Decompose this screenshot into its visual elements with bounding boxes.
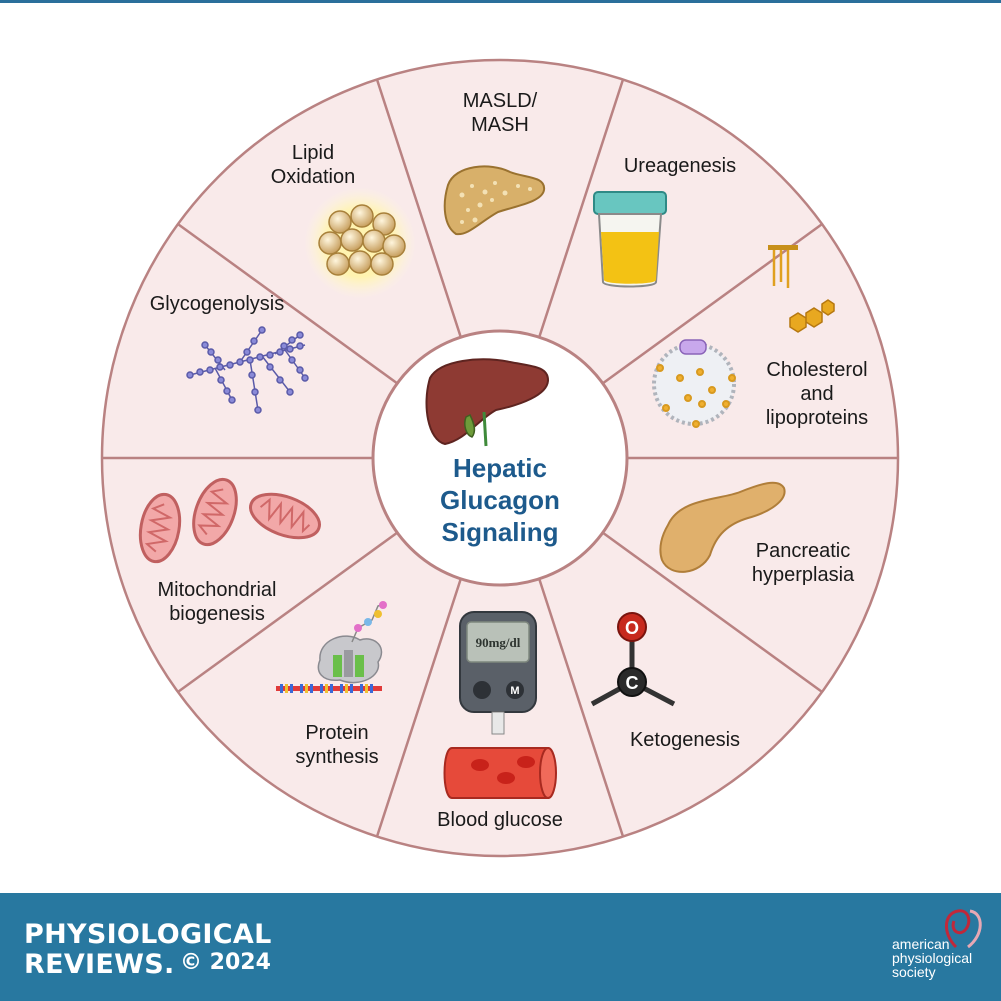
- meter-reading: 90mg/dl: [476, 635, 521, 650]
- ribosome-icon: [276, 601, 387, 693]
- label-line: MASH: [471, 114, 529, 136]
- copyright: © 2024: [180, 950, 271, 975]
- label-pancreatic: Pancreatic hyperplasia: [738, 539, 868, 587]
- label-line: and: [800, 383, 834, 405]
- label-line: Protein: [305, 722, 369, 744]
- meter-button-label: M: [510, 685, 519, 697]
- society-name: american physiological society: [892, 937, 972, 979]
- label-lipid: Lipid Oxidation: [263, 141, 363, 189]
- label-line: Ketogenesis: [629, 729, 741, 751]
- segment-divider: [601, 531, 823, 693]
- fatty-liver-icon: [443, 165, 546, 236]
- label-line: Mitochondrial: [157, 579, 277, 601]
- center-title-line: Hepatic: [453, 453, 547, 483]
- signaling-wheel: O C 90mg/dl M: [100, 58, 900, 858]
- segment-divider: [177, 223, 399, 385]
- glycogen-icon: [186, 326, 309, 414]
- glucometer-icon: 90mg/dl M: [459, 611, 537, 735]
- label-line: Blood glucose: [437, 809, 563, 831]
- segment-divider: [375, 578, 462, 837]
- liver-icon: [425, 358, 550, 447]
- top-rule: [0, 0, 1001, 3]
- label-line: Cholesterol: [766, 359, 868, 381]
- label-line: synthesis: [295, 746, 379, 768]
- center-title: Hepatic Glucagon Signaling: [400, 452, 600, 548]
- journal-title-line: PHYSIOLOGICAL: [24, 919, 272, 950]
- center-title-line: Signaling: [441, 517, 559, 547]
- segment-divider: [538, 578, 625, 837]
- label-ureagenesis: Ureagenesis: [600, 154, 760, 178]
- society-name-line: american: [892, 936, 950, 952]
- lipoprotein-icon: [652, 245, 835, 428]
- carbon-atom-label: C: [626, 673, 639, 693]
- label-line: MASLD/: [462, 90, 538, 112]
- lipid-droplet-icon: [304, 187, 416, 299]
- society-logo-icon: [945, 909, 982, 949]
- society-name-line: physiological: [892, 950, 973, 966]
- ketone-molecule-icon: O C: [590, 612, 676, 707]
- pancreas-icon: [659, 481, 786, 573]
- label-protein: Protein synthesis: [272, 721, 402, 769]
- label-line: Glycogenolysis: [149, 293, 285, 315]
- label-ketogenesis: Ketogenesis: [610, 728, 760, 752]
- journal-title: PHYSIOLOGICAL REVIEWS.: [24, 920, 272, 980]
- label-blood-glucose: Blood glucose: [420, 808, 580, 832]
- segment-divider: [601, 223, 823, 385]
- label-line: Ureagenesis: [623, 155, 737, 177]
- label-cholesterol: Cholesterol and lipoproteins: [752, 358, 882, 430]
- label-line: Lipid: [291, 142, 335, 164]
- segment-divider: [375, 79, 462, 338]
- label-line: hyperplasia: [751, 564, 855, 586]
- segment-divider: [538, 79, 625, 338]
- blood-vessel-icon: [443, 747, 557, 799]
- center-title-line: Glucagon: [440, 485, 560, 515]
- footer-banner: PHYSIOLOGICAL REVIEWS. © 2024 american p…: [0, 893, 1001, 1001]
- society-name-line: society: [892, 964, 936, 980]
- label-masld: MASLD/ MASH: [440, 89, 560, 137]
- label-glycogenolysis: Glycogenolysis: [137, 292, 297, 316]
- mitochondria-icon: [138, 477, 321, 564]
- label-line: Pancreatic: [755, 540, 851, 562]
- urine-cup-icon: [593, 191, 667, 288]
- journal-title-line: REVIEWS.: [24, 949, 175, 980]
- label-mito: Mitochondrial biogenesis: [142, 578, 292, 626]
- label-line: biogenesis: [169, 603, 265, 625]
- oxygen-atom-label: O: [625, 618, 639, 638]
- segment-dividers: [102, 79, 898, 837]
- label-line: lipoproteins: [765, 407, 869, 429]
- label-line: Oxidation: [270, 166, 356, 188]
- segment-divider: [177, 531, 399, 693]
